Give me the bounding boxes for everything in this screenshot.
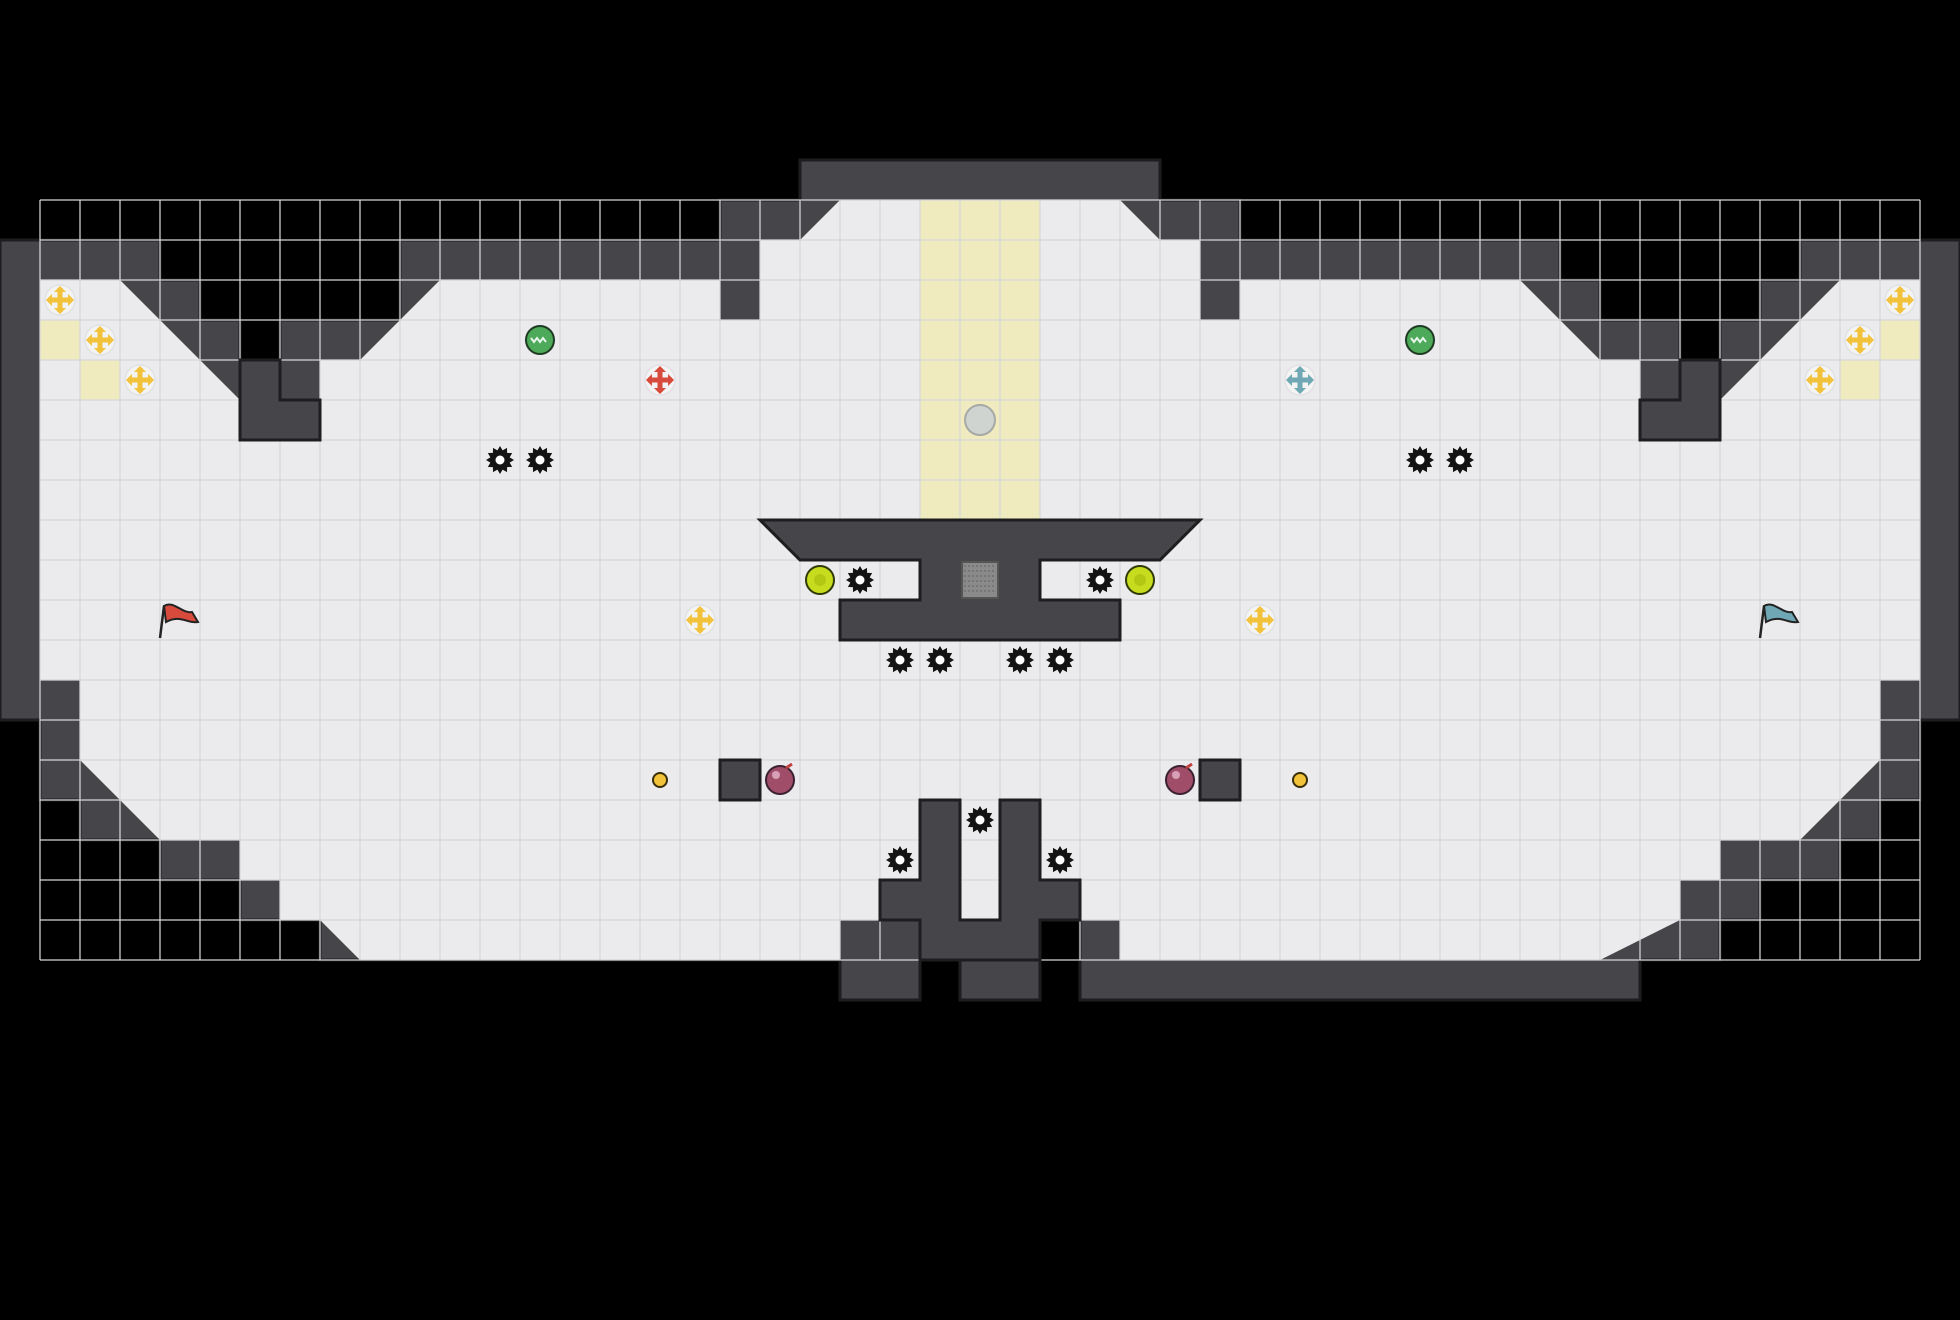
center-divider-wall (878, 798, 1082, 962)
spike-icon (1086, 566, 1114, 594)
spike-icon (1406, 446, 1434, 474)
boost-icon (84, 324, 116, 356)
jukejuice-icon (525, 325, 555, 355)
spike-icon (966, 806, 994, 834)
blue-team-boost-icon (1284, 364, 1316, 396)
flag-icon (158, 603, 200, 639)
boost-icon (124, 364, 156, 396)
gate-icon (961, 561, 999, 599)
boost-icon (1804, 364, 1836, 396)
boost-icon (1844, 324, 1876, 356)
powerup-icon (805, 565, 835, 595)
spike-icon (1446, 446, 1474, 474)
boost-icon (684, 604, 716, 636)
spike-icon (886, 846, 914, 874)
spike-icon (886, 646, 914, 674)
left-wall-notch (238, 358, 322, 442)
flag-icon (1758, 603, 1800, 639)
spike-icon (1006, 646, 1034, 674)
powerup-icon (1125, 565, 1155, 595)
boost-icon (1244, 604, 1276, 636)
boost-icon (1884, 284, 1916, 316)
spike-icon (926, 646, 954, 674)
jukejuice-icon (1405, 325, 1435, 355)
spike-icon (486, 446, 514, 474)
spike-icon (526, 446, 554, 474)
red-team-boost-icon (644, 364, 676, 396)
spike-icon (846, 566, 874, 594)
blue-side-block (1198, 758, 1242, 802)
bomb-icon (765, 762, 795, 795)
floor-grid (39, 199, 1921, 961)
spike-icon (1046, 846, 1074, 874)
spike-icon (1046, 646, 1074, 674)
pellet-icon (1292, 772, 1308, 788)
portal-icon (964, 404, 996, 436)
map-objects (44, 284, 1916, 874)
boost-icon (44, 284, 76, 316)
right-wall-notch (1638, 358, 1722, 442)
bomb-icon (1165, 762, 1195, 795)
red-side-block (718, 758, 762, 802)
pellet-icon (652, 772, 668, 788)
